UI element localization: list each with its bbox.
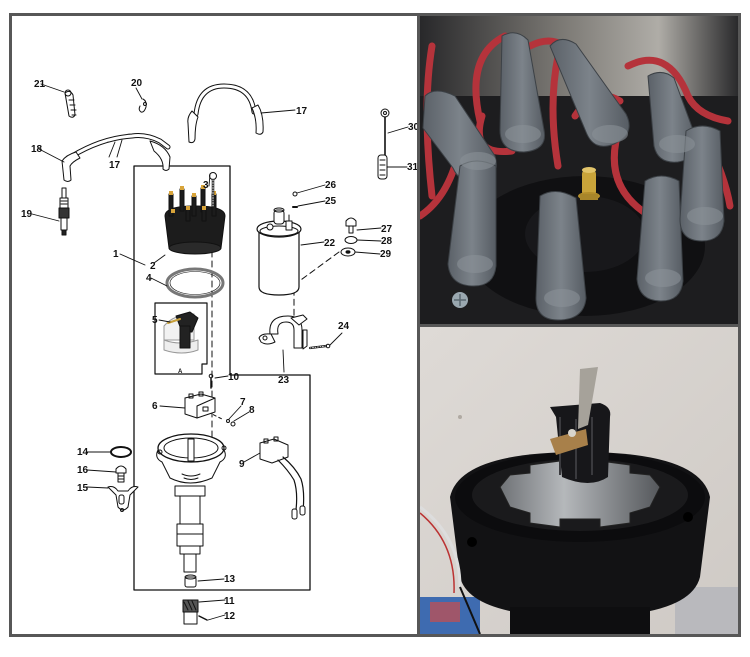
callout-16: 16	[77, 465, 89, 476]
part-21-wire-retainer	[64, 89, 77, 118]
callout-17-top: 17	[296, 106, 308, 117]
callout-29: 29	[380, 249, 392, 260]
callout-4: 4	[146, 273, 152, 284]
callout-23: 23	[278, 375, 290, 386]
part-29-washer	[340, 247, 356, 257]
inset-label: A	[178, 369, 183, 375]
part-20-wire-clip	[138, 98, 147, 113]
part-24-bracket-screw	[308, 343, 331, 350]
part-16-bolt	[115, 465, 127, 483]
part-15-hold-down-clamp	[107, 486, 139, 512]
callout-24: 24	[338, 321, 350, 332]
part-5-rotor	[163, 311, 199, 354]
part-26-nut	[292, 191, 298, 197]
callout-18: 18	[31, 144, 43, 155]
callout-11: 11	[224, 596, 235, 607]
callout-19: 19	[21, 209, 33, 220]
callout-1: 1	[113, 249, 119, 260]
photo-distributor-cap-wires	[420, 16, 738, 324]
callout-22: 22	[324, 238, 336, 249]
part-17-wire-arch	[187, 83, 264, 144]
vertical-divider	[417, 16, 420, 634]
part-4-gasket	[165, 267, 225, 299]
part-7-washer	[226, 419, 230, 423]
part-2-distributor-cap	[164, 185, 226, 255]
callout-30: 30	[408, 122, 417, 133]
part-31-retainer-bracket	[377, 154, 388, 180]
callout-28: 28	[381, 236, 393, 247]
rotor-illustration	[420, 327, 738, 634]
parts-diagram-drawing: 21 20 17 18 17 19 1 2 3 4 5 A 10 6 7 8 9…	[21, 78, 417, 625]
callout-15: 15	[77, 483, 89, 494]
callout-10: 10	[228, 372, 240, 383]
callout-9: 9	[239, 459, 245, 470]
callout-31: 31	[407, 162, 417, 173]
part-28-lock-washer	[344, 236, 358, 244]
callout-25: 25	[325, 196, 337, 207]
callout-21: 21	[34, 79, 46, 90]
part-8-nut	[230, 421, 236, 427]
callout-7: 7	[240, 397, 246, 408]
callout-20: 20	[131, 78, 143, 89]
callout-8: 8	[249, 405, 255, 416]
callout-17-lower: 17	[109, 160, 121, 171]
part-23-coil-bracket	[258, 314, 308, 350]
callout-27: 27	[381, 224, 393, 235]
part-14-o-ring	[110, 446, 132, 458]
part-18-wire-boot	[61, 133, 171, 182]
figure-frame: 21 20 17 18 17 19 1 2 3 4 5 A 10 6 7 8 9…	[9, 13, 741, 637]
callout-2: 2	[150, 261, 156, 272]
part-30-ground-strap	[380, 108, 390, 156]
callout-12: 12	[224, 611, 236, 622]
callout-13: 13	[224, 574, 236, 585]
part-12-roll-pin	[198, 615, 208, 621]
part-19-spark-plug	[58, 187, 70, 236]
part-9-pickup-module	[259, 436, 306, 520]
part-6-module	[184, 391, 216, 419]
part-1-distributor-housing	[156, 433, 227, 573]
callout-5: 5	[152, 315, 158, 326]
part-22-ignition-coil	[256, 207, 302, 296]
part-11-drive-gear	[182, 599, 199, 625]
callout-3: 3	[203, 180, 209, 191]
horizontal-divider	[420, 324, 738, 327]
parts-diagram: 21 20 17 18 17 19 1 2 3 4 5 A 10 6 7 8 9…	[12, 16, 417, 634]
part-27-bolt	[345, 217, 357, 234]
cap-wires-illustration	[420, 16, 738, 324]
part-13-spacer	[184, 574, 197, 588]
callout-6: 6	[152, 401, 158, 412]
photo-distributor-rotor	[420, 327, 738, 634]
callout-14: 14	[77, 447, 89, 458]
callout-26: 26	[325, 180, 337, 191]
part-10-rotor-screw	[208, 373, 214, 389]
